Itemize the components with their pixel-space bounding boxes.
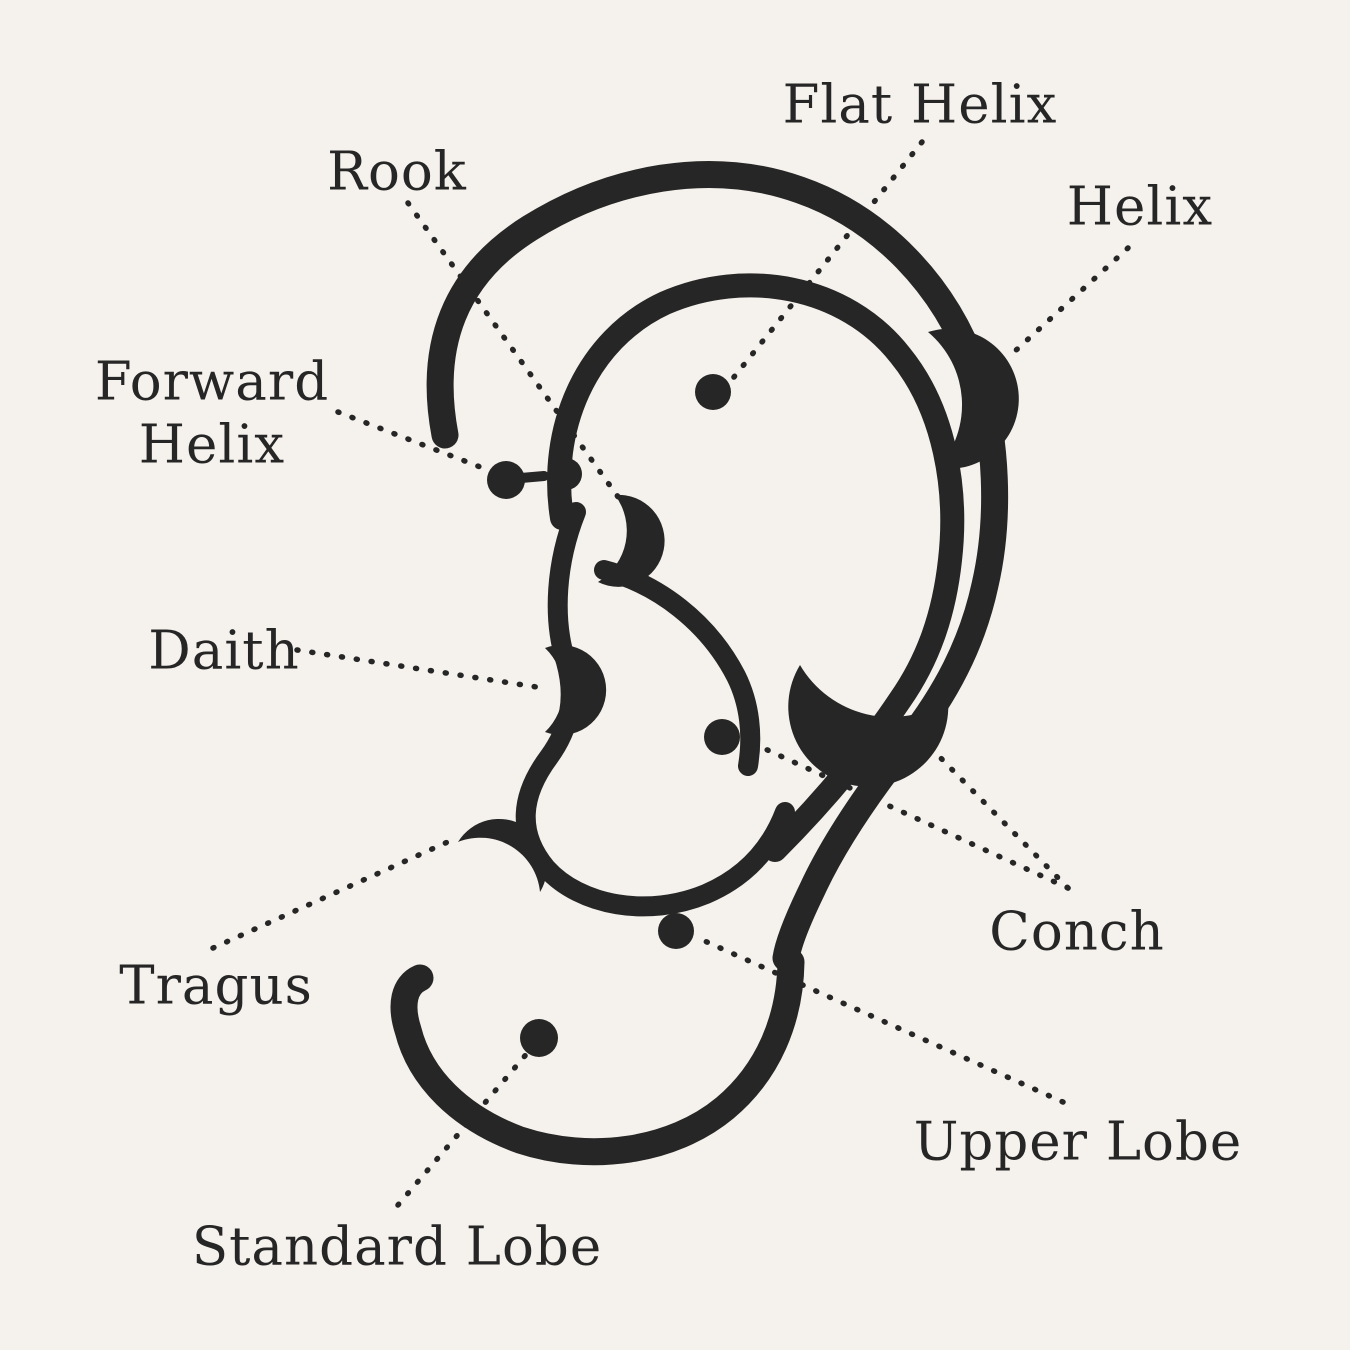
label-upper-lobe: Upper Lobe: [913, 1111, 1243, 1173]
daith-hoop-icon: [545, 645, 607, 735]
forward-helix-stud-bar-icon: [516, 471, 549, 483]
standard-lobe-leader-line: [395, 1041, 538, 1208]
helix-hoop-icon: [928, 328, 1019, 469]
label-standard-lobe: Standard Lobe: [191, 1216, 603, 1278]
label-helix: Helix: [1066, 176, 1214, 238]
label-conch: Conch: [989, 901, 1165, 963]
helix-leader-line: [1011, 245, 1131, 355]
conch-leader-line-hoop: [925, 742, 1071, 891]
flat-helix-leader-line: [727, 139, 925, 385]
forward-helix-ball-icon: [550, 458, 582, 490]
dot-markers: [487, 374, 740, 1057]
forward-helix-dot-icon: [487, 461, 525, 499]
label-daith: Daith: [148, 620, 300, 682]
rook-leader-line: [405, 200, 639, 525]
inner-helix-line: [547, 273, 965, 862]
label-forward-helix: Forward Helix: [94, 351, 330, 475]
conch-hoop-icon: [788, 665, 949, 787]
conch-leader-line-dot: [747, 739, 1071, 891]
label-tragus: Tragus: [119, 955, 313, 1017]
leader-lines: [210, 139, 1131, 1208]
daith-leader-line: [294, 647, 546, 691]
tragus-leader-line: [210, 837, 455, 951]
label-rook: Rook: [327, 141, 467, 203]
hoop-markers: [458, 328, 1019, 892]
flat-helix-dot-icon: [695, 374, 731, 410]
antihelix-line: [515, 502, 795, 917]
tragus-hoop-icon: [458, 818, 548, 892]
conch-dot-icon: [704, 719, 740, 755]
rook-hoop-icon: [598, 494, 665, 587]
lobe-line: [390, 948, 805, 1166]
standard-lobe-dot-icon: [520, 1019, 558, 1057]
forward-helix-leader-line: [335, 409, 491, 473]
ear-outline: [390, 161, 1009, 1166]
upper-lobe-dot-icon: [658, 913, 694, 949]
label-flat-helix: Flat Helix: [782, 74, 1058, 136]
upper-lobe-leader-line: [695, 935, 1066, 1105]
concha-branch-line: [594, 560, 761, 776]
